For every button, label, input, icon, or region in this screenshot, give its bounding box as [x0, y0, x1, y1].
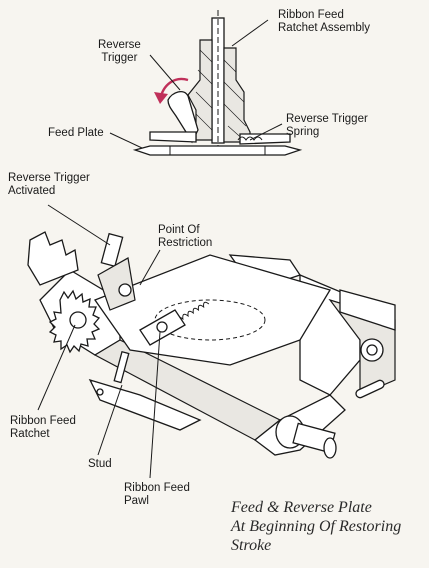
feed-and-reverse-plate-assembly — [27, 231, 396, 459]
caption-line: At Beginning Of Restoring — [231, 518, 402, 535]
label-line: Ribbon Feed — [124, 482, 190, 494]
label-line: Ratchet — [10, 428, 50, 440]
label-line: Restriction — [158, 237, 213, 249]
figure-caption: Feed & Reverse Plate At Beginning Of Res… — [231, 498, 401, 555]
label-line: Ribbon Feed — [10, 415, 76, 427]
caption-line: Feed & Reverse Plate — [231, 499, 372, 516]
label-line: Trigger — [101, 52, 138, 64]
label-reverse-trigger: Reverse Trigger — [98, 39, 141, 65]
label-reverse-trigger-spring: Reverse Trigger Spring — [286, 113, 368, 139]
label-line: Reverse Trigger — [8, 172, 90, 184]
label-line: Ribbon Feed — [278, 9, 344, 21]
label-line: Reverse Trigger — [286, 113, 368, 125]
label-ribbon-feed-ratchet-assembly: Ribbon Feed Ratchet Assembly — [278, 9, 370, 35]
label-ribbon-feed-ratchet: Ribbon Feed Ratchet — [10, 415, 76, 441]
label-line: Pawl — [124, 495, 149, 507]
label-line: Activated — [8, 185, 56, 197]
label-reverse-trigger-activated: Reverse Trigger Activated — [8, 172, 90, 198]
label-point-of-restriction: Point Of Restriction — [158, 224, 212, 250]
caption-line: Stroke — [231, 537, 272, 554]
label-ribbon-feed-pawl: Ribbon Feed Pawl — [124, 482, 190, 508]
label-line: Ratchet Assembly — [278, 22, 371, 34]
ratchet-assembly-section — [132, 10, 303, 156]
label-stud: Stud — [88, 458, 112, 470]
label-feed-plate: Feed Plate — [48, 127, 104, 139]
label-line: Point Of — [158, 224, 200, 236]
arrowhead-icon — [154, 92, 168, 104]
leader-lines — [37, 19, 283, 479]
label-line: Reverse — [98, 39, 141, 51]
label-line: Spring — [286, 126, 320, 138]
